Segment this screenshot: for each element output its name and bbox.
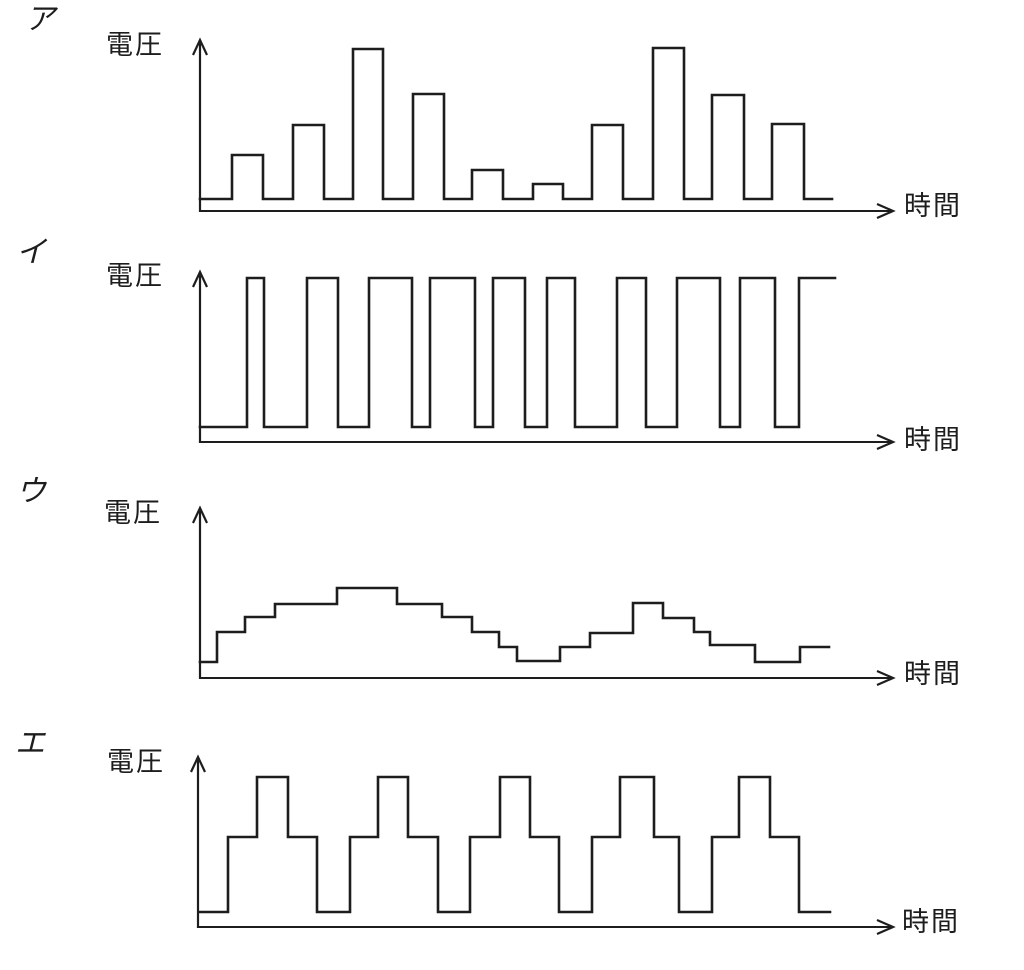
chart-3-x-axis-arrow-icon — [876, 918, 896, 936]
chart-2-waveform — [198, 586, 831, 664]
chart-0-waveform — [198, 46, 834, 201]
chart-2-y-axis-arrow-icon — [192, 505, 208, 524]
chart-0-y-axis-arrow-icon — [192, 37, 208, 56]
chart-3-y-axis-arrow-icon — [190, 754, 206, 773]
chart-1-y-axis-arrow-icon — [192, 269, 208, 288]
chart-2-x-axis-arrow-icon — [876, 669, 896, 687]
chart-1-x-axis-arrow-icon — [876, 433, 896, 451]
chart-1-waveform — [198, 276, 837, 429]
chart-0-x-axis-arrow-icon — [876, 202, 896, 220]
chart-3-waveform — [198, 775, 832, 914]
